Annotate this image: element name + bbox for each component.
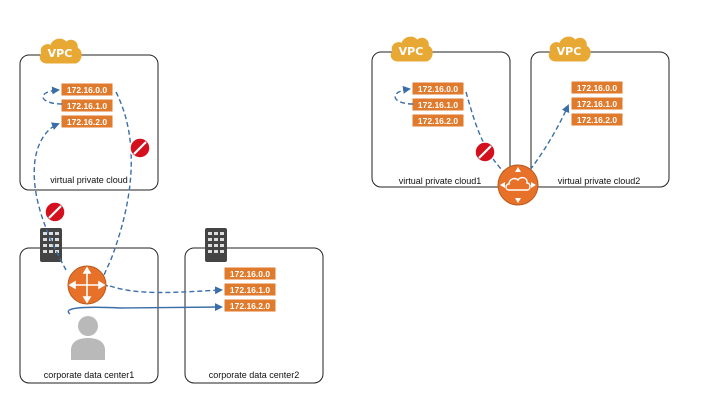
route-entry: 172.16.2.0 [577, 115, 617, 125]
server-rack-icon [40, 228, 62, 262]
flow-router-to-dc2 [109, 285, 223, 295]
no-entry-icon [129, 137, 151, 159]
no-entry-icon [474, 141, 496, 163]
route-entry: 172.16.0.0 [67, 85, 107, 95]
route-entry: 172.16.1.0 [418, 100, 458, 110]
left-diagram: VPC 172.16.0.0 172.16.1.0 172.16.2.0 vir… [19, 38, 324, 384]
route-table-icon: 172.16.0.0 172.16.1.0 172.16.2.0 [223, 266, 277, 313]
vpc-box: VPC 172.16.0.0 172.16.1.0 172.16.2.0 vir… [19, 38, 159, 191]
vpc2-label: virtual private cloud2 [558, 176, 641, 186]
flow-peering-to-vpc2 [529, 104, 570, 171]
route-table-icon: 172.16.0.0 172.16.1.0 172.16.2.0 [60, 82, 114, 129]
data-center-2-box: 172.16.0.0 172.16.1.0 172.16.2.0 corpora… [184, 247, 324, 384]
user-icon [71, 316, 105, 360]
vpc-badge-icon: VPC [548, 36, 591, 62]
server-rack-icon [205, 228, 227, 262]
flow-user-to-dc2 [67, 303, 223, 315]
route-entry: 172.16.2.0 [230, 301, 270, 311]
traffic-flows [394, 85, 570, 173]
vpc-label: virtual private cloud [50, 175, 128, 185]
flow-dc1-to-vpc [33, 122, 67, 271]
route-table-icon: 172.16.0.0 172.16.1.0 172.16.2.0 [411, 81, 465, 128]
route-entry: 172.16.2.0 [418, 116, 458, 126]
vpc2-badge-label: VPC [557, 45, 582, 58]
route-entry: 172.16.1.0 [67, 101, 107, 111]
data-center-2-label: corporate data center2 [209, 370, 300, 380]
no-entry-icon [44, 201, 66, 223]
flow-vpc1-route-loop [394, 85, 414, 105]
vpc-badge-icon: VPC [390, 36, 433, 62]
flow-vpc1-to-peering [465, 91, 505, 173]
vpc-badge-label: VPC [48, 47, 73, 60]
router-icon [67, 265, 107, 305]
route-table-icon: 172.16.0.0 172.16.1.0 172.16.2.0 [570, 80, 624, 127]
flow-vpc-route-loop [42, 86, 63, 105]
route-entry: 172.16.1.0 [230, 285, 270, 295]
data-center-1-label: corporate data center1 [44, 370, 135, 380]
vpc1-label: virtual private cloud1 [399, 176, 482, 186]
vpc1-badge-label: VPC [399, 45, 424, 58]
route-entry: 172.16.0.0 [230, 269, 270, 279]
vpc-badge-icon: VPC [39, 38, 82, 64]
route-entry: 172.16.0.0 [577, 83, 617, 93]
cloud-router-icon [497, 164, 539, 206]
vpc1-box: VPC 172.16.0.0 172.16.1.0 172.16.2.0 vir… [371, 36, 511, 188]
route-entry: 172.16.0.0 [418, 84, 458, 94]
route-entry: 172.16.1.0 [577, 99, 617, 109]
route-entry: 172.16.2.0 [67, 117, 107, 127]
right-diagram: VPC 172.16.0.0 172.16.1.0 172.16.2.0 vir… [371, 36, 670, 206]
vpc2-box: VPC 172.16.0.0 172.16.1.0 172.16.2.0 vir… [530, 36, 670, 188]
data-center-1-box: corporate data center1 [19, 247, 159, 384]
